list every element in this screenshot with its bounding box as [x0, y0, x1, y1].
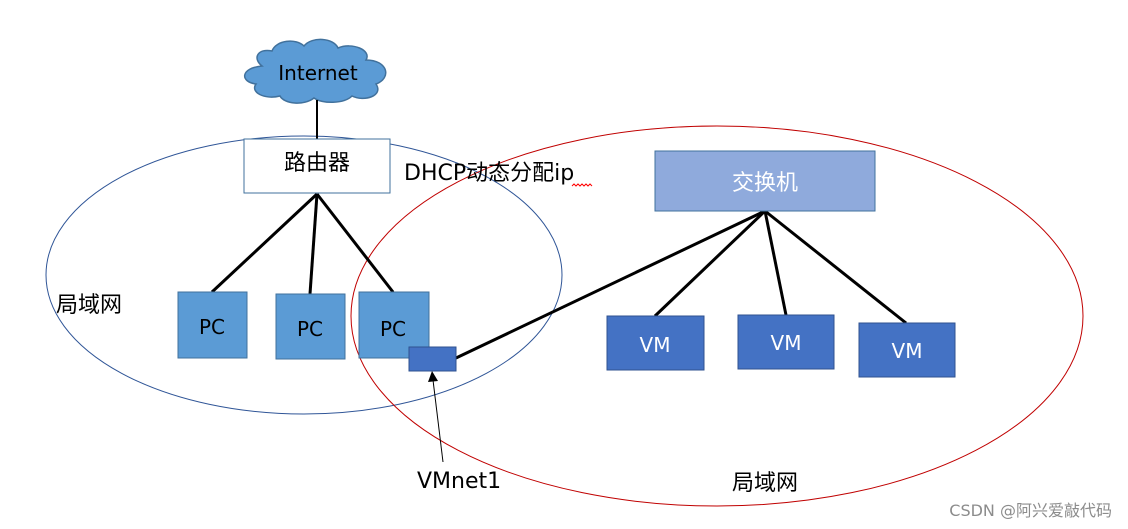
router-label: 路由器	[284, 151, 350, 176]
pc-node-1: PC	[177, 291, 248, 359]
vmnet-adapter	[408, 346, 457, 372]
switch-label: 交换机	[732, 171, 798, 196]
lan-left-label: 局域网	[56, 293, 122, 318]
links	[210, 100, 907, 360]
vm-node-2: VM	[737, 314, 835, 370]
vmnet-arrow	[428, 371, 444, 463]
pc-label-3: PC	[380, 317, 406, 341]
pc-label-1: PC	[199, 315, 225, 339]
vm-label-1: VM	[640, 333, 671, 357]
pc-label-2: PC	[297, 317, 323, 341]
lan-right-label: 局域网	[732, 471, 798, 496]
router-node: 路由器	[243, 138, 391, 194]
spellcheck-squiggle	[571, 183, 593, 187]
vm-label-2: VM	[771, 331, 802, 355]
link-switch-vm2	[763, 210, 788, 316]
vmnet-label: VMnet1	[417, 469, 501, 494]
link-switch-vm3	[764, 209, 907, 325]
internet-label: Internet	[278, 61, 358, 85]
link-router-pc3	[315, 193, 395, 293]
link-router-pc2	[308, 193, 319, 295]
vm-node-1: VM	[606, 315, 705, 371]
lan-left-ellipse	[45, 135, 563, 415]
link-switch-vmnet	[455, 209, 766, 360]
dhcp-note: DHCP动态分配ip	[404, 161, 574, 186]
vm-node-3: VM	[858, 322, 956, 378]
lan-right-ellipse	[350, 125, 1084, 507]
link-router-pc1	[210, 192, 319, 294]
pc-node-2: PC	[275, 293, 346, 360]
watermark: CSDN @阿兴爱敲代码	[949, 501, 1112, 520]
link-switch-vm1	[653, 209, 767, 318]
switch-node: 交换机	[654, 150, 876, 212]
internet-cloud: Internet	[244, 38, 387, 104]
vm-label-3: VM	[892, 339, 923, 363]
